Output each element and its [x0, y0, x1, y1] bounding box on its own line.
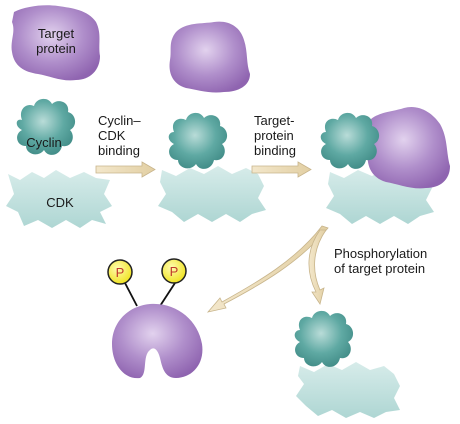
cyclin-label: Cyclin	[26, 135, 62, 150]
phosphate-group	[107, 259, 133, 285]
target-protein-shape	[11, 5, 100, 81]
cyclin-shape-4	[294, 310, 354, 367]
phosphate-link-left	[124, 282, 138, 307]
cyclin-shape-2	[168, 112, 228, 169]
cdk-shape	[6, 170, 112, 228]
cdk-label: CDK	[46, 195, 74, 210]
arrow-to-free-cyclin-cdk	[308, 229, 327, 305]
target-protein-shape-2	[169, 21, 250, 93]
cdk-shape-2	[158, 166, 266, 222]
cdk-shape-4	[296, 362, 400, 418]
step-cyclin-cdk-binding-label: Cyclin– CDK binding	[98, 113, 141, 158]
phosphate-label: P	[116, 265, 125, 280]
phosphate-label: P	[170, 264, 179, 279]
cyclin-shape	[16, 98, 76, 155]
arrow-cyclin-cdk-binding	[95, 161, 156, 178]
target-protein-label: Target protein	[36, 26, 76, 56]
phosphate-link-right	[159, 282, 176, 307]
step-phosphorylation-label: Phosphorylation of target protein	[334, 246, 428, 276]
arrow-to-phosphorylated-protein	[206, 225, 329, 313]
phosphate-group	[161, 258, 187, 284]
cyclin-shape-3	[320, 112, 380, 169]
target-protein-shape-3	[365, 106, 450, 189]
step-target-protein-binding-label: Target- protein binding	[254, 113, 296, 158]
phosphorylated-target-protein-shape	[112, 303, 203, 379]
arrow-target-protein-binding	[251, 161, 312, 178]
